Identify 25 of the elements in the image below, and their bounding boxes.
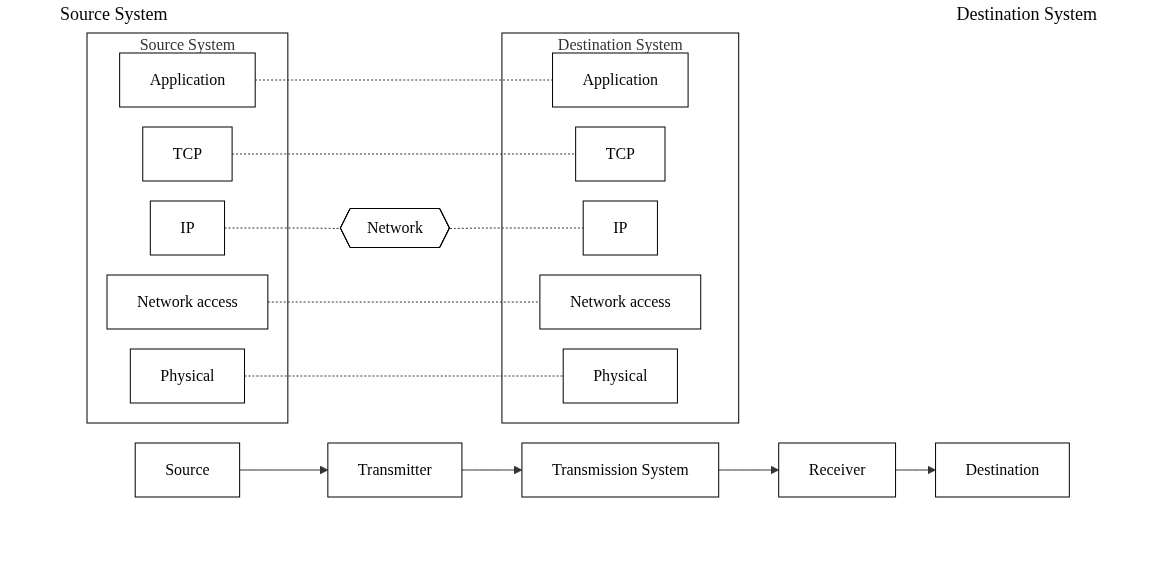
node-box: Destination [935, 442, 1071, 498]
node-box: Application [552, 52, 689, 108]
arrow [239, 465, 329, 475]
node-box: Transmitter [327, 442, 463, 498]
node-box: Source [135, 442, 241, 498]
node-box: Network access [106, 274, 269, 330]
node-box: TCP [575, 126, 666, 182]
connector [449, 227, 584, 229]
node-box: Transmission System [521, 442, 720, 498]
node-box: IP [150, 200, 226, 256]
node-box: Receiver [778, 442, 897, 498]
bracket-label: Source System [60, 4, 168, 25]
bracket-label: Destination System [956, 4, 1097, 25]
arrow [461, 465, 523, 475]
connector [224, 227, 342, 229]
node-box: Physical [130, 348, 246, 404]
connector [231, 153, 577, 155]
arrow [895, 465, 937, 475]
node-box: Application [119, 52, 256, 108]
arrow [718, 465, 780, 475]
node-box: Network access [539, 274, 702, 330]
node-box: TCP [142, 126, 233, 182]
node-box: IP [583, 200, 659, 256]
connector [244, 375, 565, 377]
node-box: Physical [563, 348, 679, 404]
